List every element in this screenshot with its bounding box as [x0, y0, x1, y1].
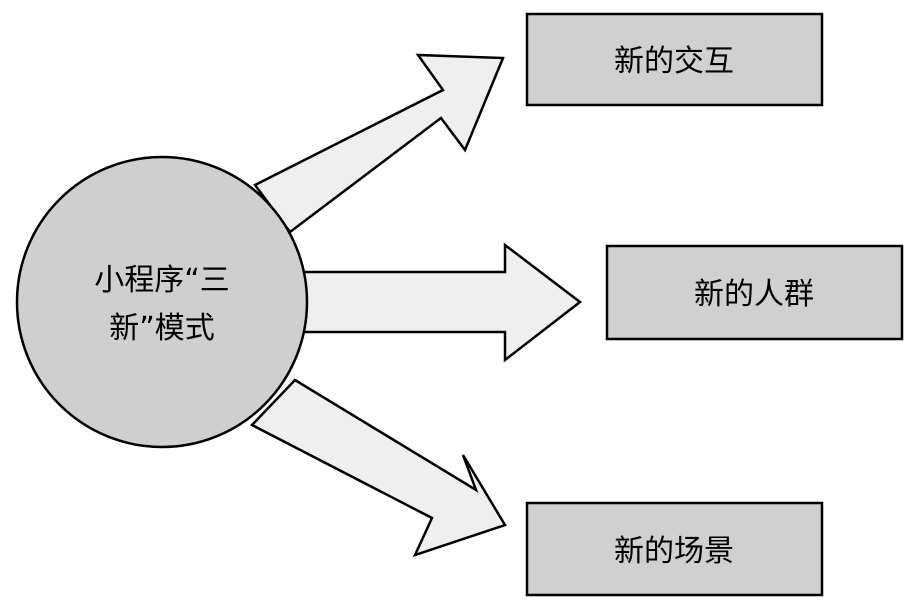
center-label-line1: 小程序“三 — [94, 263, 230, 298]
center-circle — [15, 155, 309, 449]
outcome-box-crowd: 新的人群 — [605, 244, 904, 341]
outcome-box-interaction: 新的交互 — [525, 12, 824, 107]
outcome-label-crowd: 新的人群 — [694, 277, 814, 312]
arrow-to-new-interaction — [253, 53, 505, 234]
outcome-box-interaction-rect — [525, 12, 824, 107]
outcome-box-scene-rect — [525, 501, 824, 597]
outcome-label-interaction: 新的交互 — [614, 44, 734, 79]
outcome-box-scene: 新的场景 — [525, 501, 824, 597]
arrow-to-new-scene — [249, 378, 507, 558]
outcome-label-scene: 新的场景 — [614, 534, 734, 569]
center-label-line2: 新”模式 — [109, 311, 215, 346]
outcome-box-crowd-rect — [605, 244, 904, 341]
arrow-to-new-crowd — [298, 242, 583, 363]
